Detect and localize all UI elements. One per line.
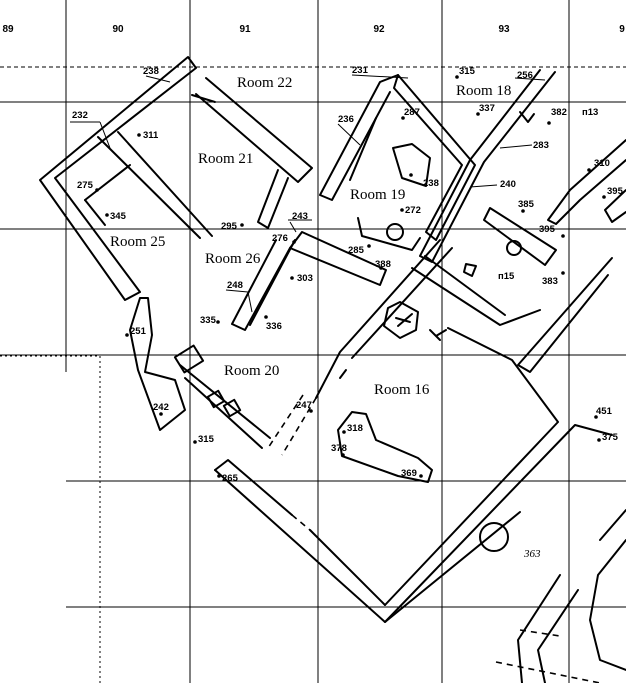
room-22-label: Room 22: [237, 75, 292, 91]
grid-col-89: 89: [2, 24, 14, 35]
feature-238-room19: 238: [423, 178, 439, 189]
feature-315-north: 315: [459, 66, 476, 77]
feature-247: 247: [296, 400, 312, 411]
feature-256: 256: [517, 70, 533, 81]
feature-236: 236: [338, 114, 354, 125]
feature-251: 251: [130, 326, 147, 337]
room-18-label: Room 18: [456, 83, 511, 99]
feature-283: 283: [533, 140, 549, 151]
room-25-label: Room 25: [110, 234, 165, 250]
wall-room-16: [214, 327, 613, 623]
excavation-limit: [0, 355, 101, 683]
feature-240: 240: [500, 179, 516, 190]
walls: [39, 56, 626, 683]
feature-303: 303: [297, 273, 313, 284]
feature-388: 388: [375, 259, 391, 270]
feature-382: 382: [551, 107, 567, 118]
wall-room-18: [419, 69, 556, 263]
feature-295: 295: [221, 221, 238, 232]
feature-378: 378: [331, 443, 347, 454]
feature-318: 318: [347, 423, 363, 434]
room-labels: Room 22 Room 18 Room 21 Room 19 Room 25 …: [110, 75, 511, 398]
wall-room-19: [393, 74, 476, 241]
grid-col-94: 9: [619, 24, 625, 35]
feature-labels: 238 231 315 256 232 311 236 287 337 382 …: [72, 65, 624, 560]
feature-272: 272: [405, 205, 421, 216]
grid-col-92: 92: [373, 24, 385, 35]
wall-room-20: [129, 297, 186, 431]
wall-room-16-west: [315, 239, 441, 399]
feature-363: 363: [523, 548, 541, 560]
feature-335: 335: [200, 315, 217, 326]
feature-311: 311: [143, 130, 159, 141]
feature-336: 336: [266, 321, 282, 332]
feature-275: 275: [77, 180, 94, 191]
room-20-label: Room 20: [224, 363, 279, 379]
feature-383: 383: [542, 276, 558, 287]
room-26-label: Room 26: [205, 251, 261, 267]
feature-345: 345: [110, 211, 127, 222]
feature-276: 276: [272, 233, 288, 244]
feature-dots: [95, 75, 606, 478]
feature-285: 285: [348, 245, 365, 256]
feature-265: 265: [222, 473, 239, 484]
grid-col-91: 91: [239, 24, 251, 35]
feature-451: 451: [596, 406, 613, 417]
feature-385: 385: [518, 199, 535, 210]
feature-n15: [483, 207, 557, 266]
wall-rooms-25-21: [39, 56, 197, 301]
feature-242: 242: [153, 402, 169, 413]
leader-lines: [70, 74, 546, 313]
feature-243: 243: [292, 211, 308, 222]
grid-col-90: 90: [112, 24, 124, 35]
feature-369: 369: [401, 468, 417, 479]
room-19-label: Room 19: [350, 187, 405, 203]
feature-395-east: 395: [607, 186, 624, 197]
grid-col-93: 93: [498, 24, 510, 35]
feature-287: 287: [404, 107, 420, 118]
feature-310: 310: [594, 158, 610, 169]
feature-315-south: 315: [198, 434, 215, 445]
feature-231: 231: [352, 65, 369, 76]
feature-n13: п13: [582, 107, 598, 118]
feature-375: 375: [602, 432, 619, 443]
feature-238-north: 238: [143, 66, 159, 77]
wall-room-21-22: [195, 77, 313, 183]
feature-318-369: [337, 411, 433, 483]
feature-337: 337: [479, 103, 495, 114]
feature-248: 248: [227, 280, 243, 291]
grid-column-labels: 89 90 91 92 93 9: [2, 24, 625, 35]
feature-n15: п15: [498, 271, 515, 282]
feature-395-room18: 395: [539, 224, 556, 235]
feature-232: 232: [72, 110, 88, 121]
room-16-label: Room 16: [374, 382, 430, 398]
room-21-label: Room 21: [198, 151, 253, 167]
